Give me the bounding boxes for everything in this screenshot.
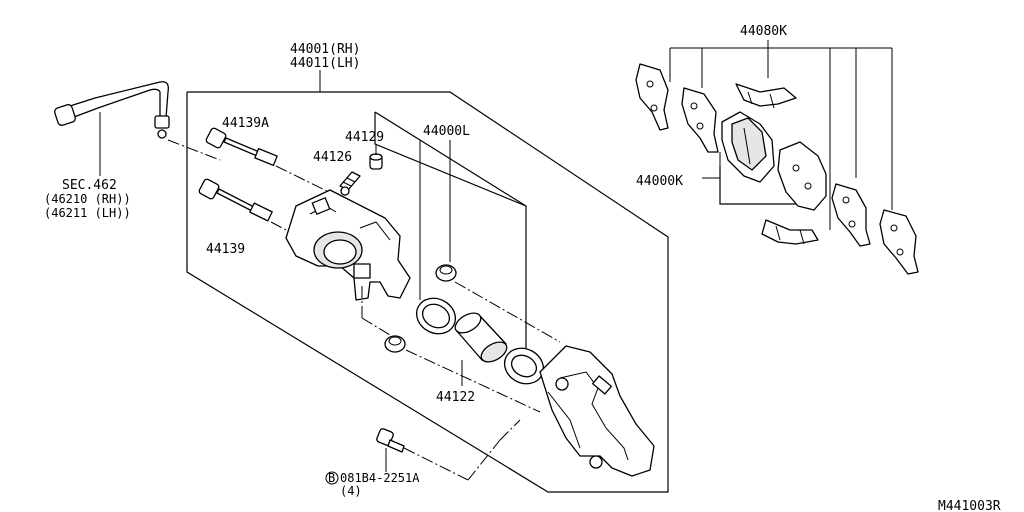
label-seal-kit: 44000L bbox=[423, 124, 470, 139]
label-bolt-circle: B bbox=[328, 471, 335, 485]
pad-shim-1 bbox=[635, 63, 669, 131]
label-hose-rh: (46210 (RH)) bbox=[44, 192, 131, 206]
brake-hose bbox=[54, 81, 221, 161]
pad-clip-lower bbox=[761, 219, 819, 245]
pad-shim-4 bbox=[879, 209, 919, 275]
pad-shim-2 bbox=[681, 87, 719, 153]
caliper-body bbox=[285, 189, 411, 339]
pad-kit-leaders bbox=[669, 40, 893, 230]
caliper-bracket bbox=[539, 345, 655, 477]
label-bolt-qty: (4) bbox=[340, 484, 362, 498]
pin-boot-lower bbox=[384, 335, 406, 353]
part-labels: 44001(RH) 44011(LH) 44080K SEC.462 (4621… bbox=[44, 24, 1001, 512]
label-caliper-lh: 44011(LH) bbox=[290, 56, 360, 71]
bolt-circle-symbol bbox=[325, 471, 339, 485]
pin-boot-upper bbox=[435, 264, 457, 282]
bleeder-cap bbox=[369, 145, 383, 170]
label-sec-ref: SEC.462 bbox=[62, 178, 117, 193]
label-piston: 44122 bbox=[436, 390, 475, 405]
label-hose-lh: (46211 (LH)) bbox=[44, 206, 131, 220]
label-bolt-part: 081B4-2251A bbox=[340, 471, 420, 485]
label-bleeder-screw: 44126 bbox=[313, 150, 352, 165]
piston-seal bbox=[415, 297, 457, 335]
label-pad-kit: 44080K bbox=[740, 24, 787, 39]
brake-pad-outer bbox=[777, 141, 827, 211]
piston-boot bbox=[503, 347, 545, 385]
seal-kit-frame bbox=[374, 111, 527, 366]
mounting-bolt bbox=[376, 419, 521, 481]
pad-shim-3 bbox=[831, 183, 871, 247]
label-diagram-code: M441003R bbox=[938, 499, 1001, 512]
label-pin-bolt: 44139 bbox=[206, 242, 245, 257]
brake-pad-inner bbox=[721, 111, 775, 183]
pin-bolt-upper bbox=[205, 127, 336, 196]
caliper-assembly-frame bbox=[186, 70, 669, 493]
label-pad-set: 44000K bbox=[636, 174, 683, 189]
label-caliper-rh: 44001(RH) bbox=[290, 42, 360, 57]
label-pin-bolt-a: 44139A bbox=[222, 116, 269, 131]
bleeder-screw bbox=[339, 171, 361, 196]
pad-set-frame bbox=[702, 152, 818, 205]
pad-clip-upper bbox=[735, 83, 797, 109]
label-bleeder-cap: 44129 bbox=[345, 130, 384, 145]
piston bbox=[454, 312, 508, 363]
